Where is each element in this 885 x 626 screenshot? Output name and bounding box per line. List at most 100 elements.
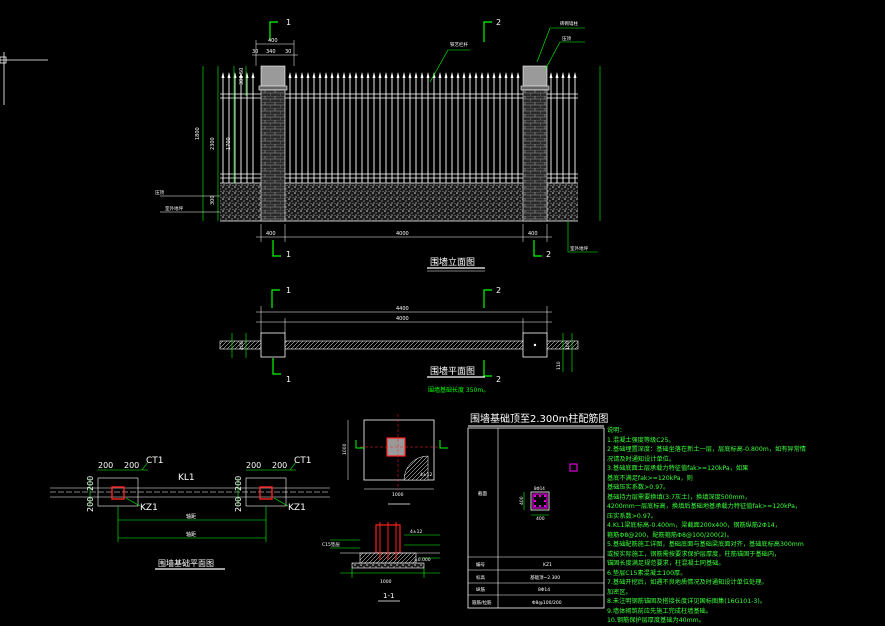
picket-spear: [396, 72, 400, 78]
dim-text: 110: [556, 361, 562, 370]
top-leaders: [429, 27, 585, 83]
dim-text: 1800: [195, 127, 201, 140]
picket-spear: [354, 72, 358, 78]
leader-label: 砖砌墙柱: [560, 20, 578, 27]
dim-text: 100: [565, 341, 571, 350]
dim-text: 340: [266, 49, 276, 55]
axis-label: 2: [546, 250, 551, 259]
dim-text: 4400: [396, 306, 409, 312]
note-line: 压实系数>0.97。: [607, 512, 657, 520]
dim-text: 400: [268, 38, 278, 44]
note-line: 基础压实系数>0.97。: [607, 484, 670, 491]
note-line: 况请及时通知设计单位。: [607, 455, 676, 463]
row-value: 8Φ14: [538, 587, 550, 593]
picket-spear: [318, 72, 322, 78]
dim-text: 200: [272, 461, 287, 470]
dim-text: 1700: [226, 137, 232, 150]
dim-text: 50: [239, 68, 245, 74]
dim-text: 200: [234, 476, 243, 491]
dim-text: 200: [86, 497, 95, 512]
picket-spear: [378, 72, 382, 78]
dim-text: 轴距: [186, 531, 196, 538]
footing-section: C15垫层 4±12 ±0.000 1000 1-1: [322, 522, 440, 602]
picket-spear: [366, 72, 370, 78]
picket-spear: [330, 72, 334, 78]
dim-text: 30: [285, 49, 291, 55]
dim-text: 200: [86, 476, 95, 491]
row-value: Φ8@100/200: [532, 600, 562, 606]
axis-marker-2-plan-top: 2: [483, 286, 501, 308]
picket-spear: [450, 72, 454, 78]
axis-marker-1-bottom: 1: [272, 240, 291, 259]
picket-spear: [573, 72, 577, 78]
axis-marker-1-plan-top: 1: [271, 286, 291, 308]
picket-spear: [555, 72, 559, 78]
axis-marker-2-top: 2: [483, 18, 501, 42]
fence-elevation: 1 2 400 30 340 30: [155, 18, 601, 272]
picket-spear: [336, 72, 340, 78]
note-line: 4.KL1梁底标高-0.400m，梁截面200x400，钢筋纵筋2Φ14，: [607, 522, 781, 529]
row-label: 截面: [478, 490, 487, 497]
picket-spear: [251, 72, 255, 78]
dim-text: 300: [210, 195, 216, 205]
crosshair-cursor: [0, 52, 48, 105]
axis-marker-1-top: 1: [269, 18, 291, 40]
picket-spear: [402, 72, 406, 78]
leader-label: 压顶: [155, 190, 164, 196]
kz1-column-left: [111, 486, 125, 500]
picket-spear: [312, 72, 316, 78]
dim-text: 4±12: [410, 529, 422, 535]
row-label: 纵筋: [476, 586, 485, 593]
right-dimensions: [567, 66, 601, 253]
picket-spear: [438, 72, 442, 78]
note-line: 1.混凝土强度等级C25。: [607, 436, 675, 444]
table-title: 围墙基础顶至2.300m柱配筋图: [470, 412, 608, 425]
footing-detail: 1000 1000 4±12: [322, 414, 448, 602]
picket-spear: [492, 72, 496, 78]
axis-label: 1: [286, 375, 291, 384]
vertical-dimensions: [202, 66, 247, 221]
note-line: 或按实际施工，钢筋需按要求保护层厚度，柱筋锚固于基础内，: [607, 550, 781, 558]
dim-text: 2300: [210, 137, 216, 150]
axis-marker-2-bottom: 2: [533, 240, 551, 259]
picket-spear: [300, 72, 304, 78]
picket-spear: [426, 72, 430, 78]
picket-spear: [498, 72, 502, 78]
note-line: 箍筋Φ8@200，配筋箍筋Φ8@100/200(2)。: [607, 531, 733, 539]
rebar-note: 8Φ14: [534, 486, 545, 491]
dim-text: 4±12: [420, 472, 432, 478]
dim-text: 300: [239, 75, 245, 85]
column-reinforcement-table: 围墙基础顶至2.300m柱配筋图 截面 编号 KZ1 标高 基础顶~2.300 …: [467, 412, 608, 609]
note-line: 基础持力层需要换填(3:7灰土)，换填深度500mm，: [607, 493, 751, 501]
design-notes: 说明： 1.混凝土强度等级C25。 2.基础埋置深度：基础坐落在新土一层，层底标…: [607, 426, 879, 626]
axis-label: 2: [496, 18, 501, 27]
picket-spear: [239, 72, 243, 78]
note-line: 6.垫层C15素混凝土100厚。: [607, 569, 687, 577]
dim-text: 200: [124, 461, 139, 470]
picket-spear: [444, 72, 448, 78]
axis-label: 1: [286, 250, 291, 259]
picket-spear: [516, 72, 520, 78]
picket-spear: [324, 72, 328, 78]
axis-label: 1: [286, 286, 291, 295]
dim-text: 1000: [380, 579, 392, 585]
row-label: 标高: [476, 574, 485, 581]
leader-label: 室外地坪: [165, 205, 183, 212]
elevation-title: 围墙立面图: [430, 256, 475, 268]
kl1-label: KL1: [178, 473, 195, 483]
picket-spear: [227, 72, 231, 78]
dim-text: 200: [234, 497, 243, 512]
dim-text: 轴距: [186, 513, 196, 520]
picket-spear: [360, 72, 364, 78]
axis-label: 2: [496, 286, 501, 295]
note-line: 锚固长度满足规范要求，柱混凝土同基础。: [607, 560, 725, 567]
dim-text: 30: [252, 49, 258, 55]
kz1-label: KZ1: [140, 503, 158, 513]
picket-spear: [468, 72, 472, 78]
fence-plan: 1 2 4400 4000 400 110 100: [219, 286, 579, 394]
note-line: 7.基础开挖后，如遇不良地质情况及时通知设计单位处理。: [607, 579, 768, 586]
wall-band: [219, 340, 579, 350]
dim-text: 1000: [392, 492, 404, 498]
row-value: 基础顶~2.300: [530, 574, 560, 581]
picket-spear: [474, 72, 478, 78]
